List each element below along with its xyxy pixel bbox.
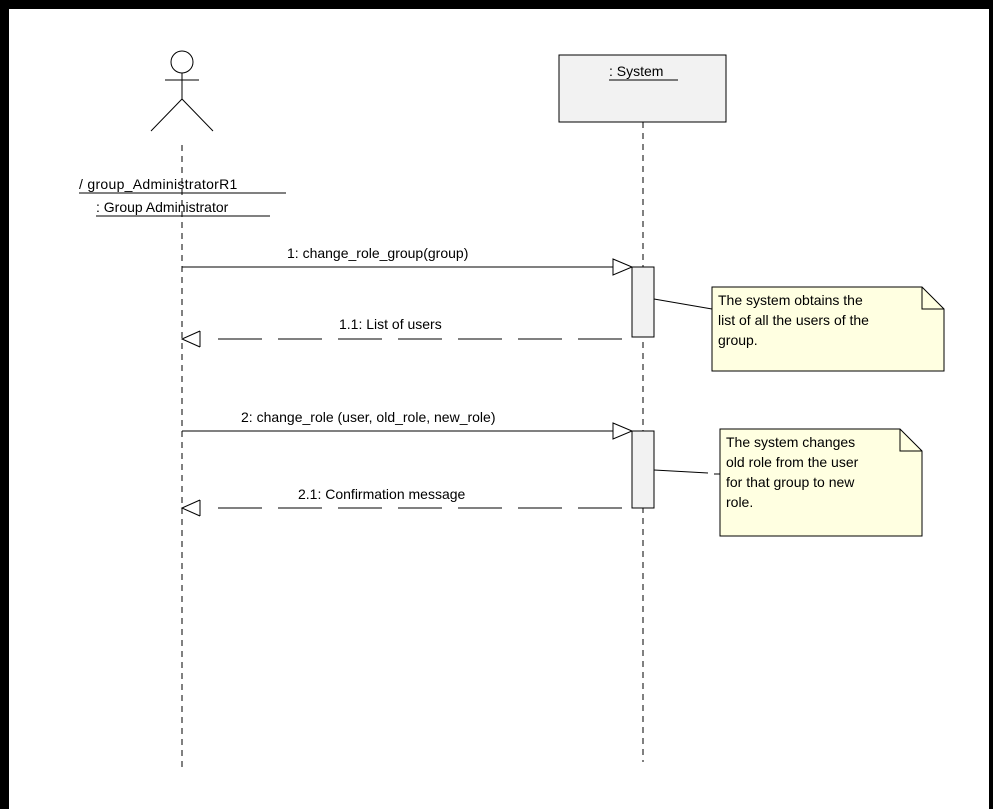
system-object-label: : System — [609, 63, 664, 79]
activation-bar-1 — [631, 266, 655, 338]
message-1-1-label: 1.1: List of users — [339, 316, 442, 332]
system-object-box[interactable] — [558, 54, 727, 123]
message-2-1-return-arrow[interactable] — [180, 499, 632, 517]
note-1-text: The system obtains the list of all the u… — [718, 292, 869, 348]
actor-name-line-1: / group_AdministratorR1 — [79, 176, 238, 192]
note-2-shape[interactable] — [653, 428, 923, 537]
actor-icon — [150, 50, 214, 132]
note-2-text: The system changes old role from the use… — [726, 434, 859, 510]
message-2-1-label: 2.1: Confirmation message — [298, 486, 466, 502]
message-2-label: 2: change_role (user, old_role, new_role… — [241, 409, 496, 425]
message-1-label: 1: change_role_group(group) — [287, 245, 469, 261]
message-1-1-return-arrow[interactable] — [180, 330, 632, 348]
note-1-shape[interactable] — [653, 286, 945, 372]
activation-bar-2 — [631, 430, 655, 509]
message-1-arrow[interactable] — [182, 258, 634, 276]
message-2-arrow[interactable] — [182, 422, 634, 440]
actor-name-line-2: : Group Administrator — [96, 199, 229, 215]
